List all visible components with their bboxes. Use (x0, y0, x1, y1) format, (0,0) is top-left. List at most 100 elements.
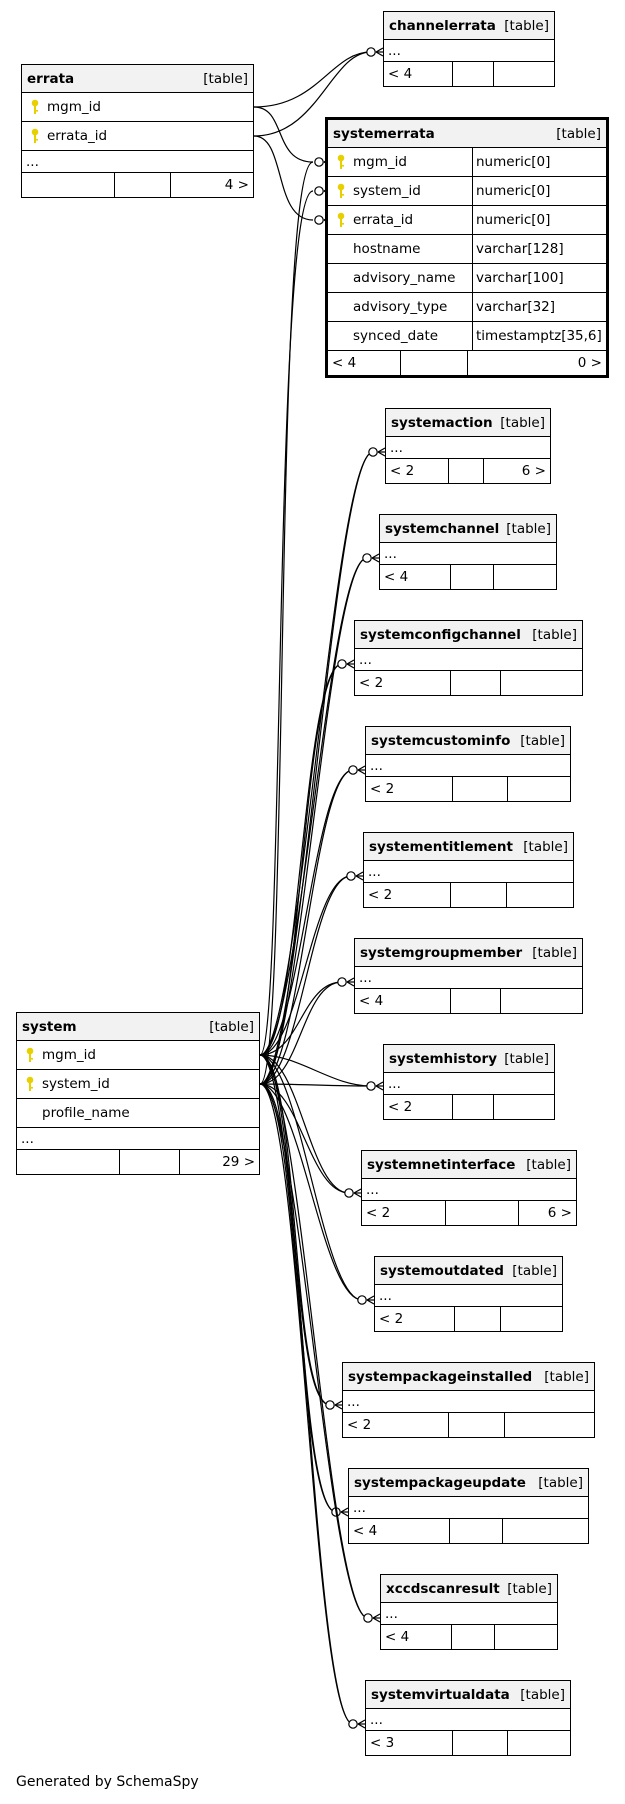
relationship-line (259, 769, 354, 1085)
column-name: mgm_id (47, 99, 101, 115)
many-marker (375, 51, 384, 57)
relationship-line (259, 1083, 369, 1619)
table-kind: [table] (209, 1018, 254, 1035)
key-icon (22, 1076, 38, 1092)
table-kind: [table] (520, 732, 565, 749)
many-marker (334, 1400, 343, 1406)
relationship-line (253, 51, 372, 108)
relationship-line (259, 1083, 372, 1087)
table-systemgroupmember[interactable]: systemgroupmember[table] ... < 4 (354, 938, 583, 1014)
table-name: systemvirtualdata (371, 1686, 510, 1703)
many-marker (372, 1617, 381, 1623)
column-row: mgm_id (22, 93, 253, 122)
children-count (503, 1413, 594, 1437)
relationship-line (259, 1083, 354, 1725)
column-name: hostname (353, 241, 421, 257)
many-marker (377, 447, 386, 453)
table-name: systemoutdated (380, 1262, 504, 1279)
many-marker (357, 1723, 366, 1729)
many-marker (346, 659, 355, 665)
column-name: mgm_id (42, 1047, 96, 1063)
table-systemchannel[interactable]: systemchannel[table] ... < 4 (379, 514, 557, 590)
table-header: systemnetinterface[table] (362, 1151, 576, 1179)
optional-marker (368, 447, 378, 457)
children-count: 29 > (179, 1150, 259, 1174)
table-system[interactable]: system[table] mgm_id system_id profile_n… (16, 1012, 260, 1175)
columns-ellipsis: ... (364, 861, 573, 883)
table-header: systemchannel [table] (380, 515, 556, 543)
table-systemhistory[interactable]: systemhistory[table] ... < 2 (383, 1044, 555, 1120)
many-marker (355, 871, 364, 877)
table-header: systemaction[table] (386, 409, 550, 437)
key-icon (333, 212, 349, 228)
relationship-line (259, 981, 343, 1056)
table-systemoutdated[interactable]: systemoutdated[table] ... < 2 (374, 1256, 563, 1332)
many-marker (371, 553, 380, 559)
table-header: systemoutdated[table] (375, 1257, 562, 1285)
children-count: 0 > (466, 351, 606, 375)
columns-ellipsis: ... (380, 543, 556, 565)
table-footer: < 4 (355, 989, 582, 1013)
columns-ellipsis: ... (355, 967, 582, 989)
parents-count: < 4 (353, 1523, 378, 1539)
table-name: systemgroupmember (360, 944, 523, 961)
table-systementitlement[interactable]: systementitlement[table] ... < 2 (363, 832, 574, 908)
table-header: xccdscanresult[table] (381, 1575, 557, 1603)
columns-ellipsis: ... (349, 1497, 588, 1519)
table-name: systemerrata (333, 125, 435, 142)
columns-ellipsis: ... (343, 1391, 594, 1413)
parents-count: < 2 (388, 1099, 413, 1115)
table-systemcustominfo[interactable]: systemcustominfo[table] ... < 2 (365, 726, 571, 802)
relationship-line (259, 1054, 350, 1194)
table-name: channelerrata (389, 17, 496, 34)
column-name: mgm_id (353, 154, 407, 170)
children-count: 6 > (482, 459, 550, 483)
table-header: errata[table] (22, 65, 253, 93)
table-name: systemnetinterface (367, 1156, 516, 1173)
table-name: systementitlement (369, 838, 513, 855)
table-name: systemchannel (385, 520, 500, 537)
table-footer: < 2 (375, 1307, 562, 1331)
key-icon (27, 128, 43, 144)
table-kind: [table] (538, 1474, 583, 1491)
optional-marker (344, 1188, 354, 1198)
table-kind: [table] (520, 1686, 565, 1703)
many-marker (366, 1295, 375, 1301)
table-xccdscanresult[interactable]: xccdscanresult[table] ... < 4 (380, 1574, 558, 1650)
many-marker (355, 875, 364, 881)
column-row: profile_name (17, 1099, 259, 1128)
column-type: varchar[32] (472, 293, 606, 321)
parents-count (17, 1150, 119, 1174)
optional-marker (362, 553, 372, 563)
children-count (506, 883, 573, 907)
many-marker (375, 47, 384, 53)
table-kind: [table] (507, 1580, 552, 1597)
table-footer: < 4 0 > (328, 351, 606, 375)
table-footer: < 2 (384, 1095, 554, 1119)
relationship-line (259, 161, 314, 1085)
table-footer: < 4 (384, 62, 554, 86)
columns-ellipsis: ... (366, 755, 570, 777)
table-header: systemhistory[table] (384, 1045, 554, 1073)
children-count (492, 62, 554, 86)
column-name: advisory_name (353, 270, 456, 286)
table-kind: [table] (506, 520, 551, 537)
table-systemconfigchannel[interactable]: systemconfigchannel[table] ... < 2 (354, 620, 583, 696)
children-count (501, 1519, 588, 1543)
relationship-line (253, 106, 314, 163)
table-channelerrata[interactable]: channelerrata[table] ... < 4 (383, 11, 555, 87)
optional-marker (337, 659, 347, 669)
table-footer: < 4 (381, 1625, 557, 1649)
relationship-line (259, 875, 352, 1056)
table-systempackageupdate[interactable]: systempackageupdate[table] ... < 4 (348, 1468, 589, 1544)
parents-count: < 4 (332, 355, 357, 371)
table-systempackageinstalled[interactable]: systempackageinstalled[table] ... < 2 (342, 1362, 595, 1438)
table-errata[interactable]: errata[table] mgm_id errata_id ... 4 > (21, 64, 254, 198)
table-systemvirtualdata[interactable]: systemvirtualdata[table] ... < 3 (365, 1680, 571, 1756)
